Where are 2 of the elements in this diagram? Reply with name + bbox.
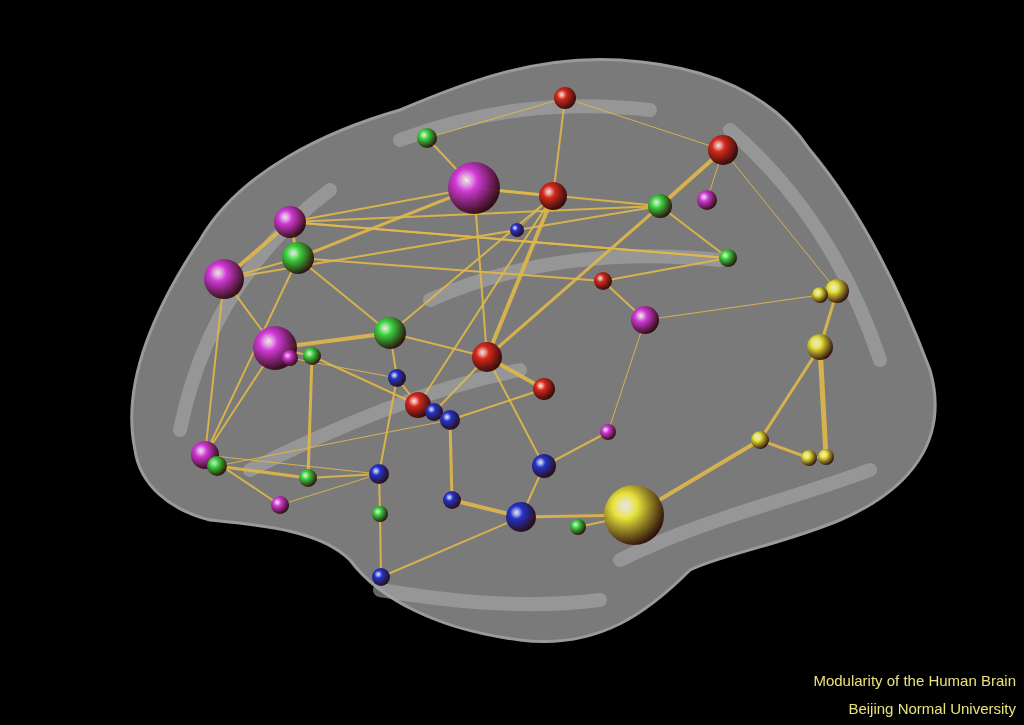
title-text: Modularity of the Human Brain xyxy=(813,673,1016,689)
credit-text: Beijing Normal University xyxy=(848,701,1016,717)
